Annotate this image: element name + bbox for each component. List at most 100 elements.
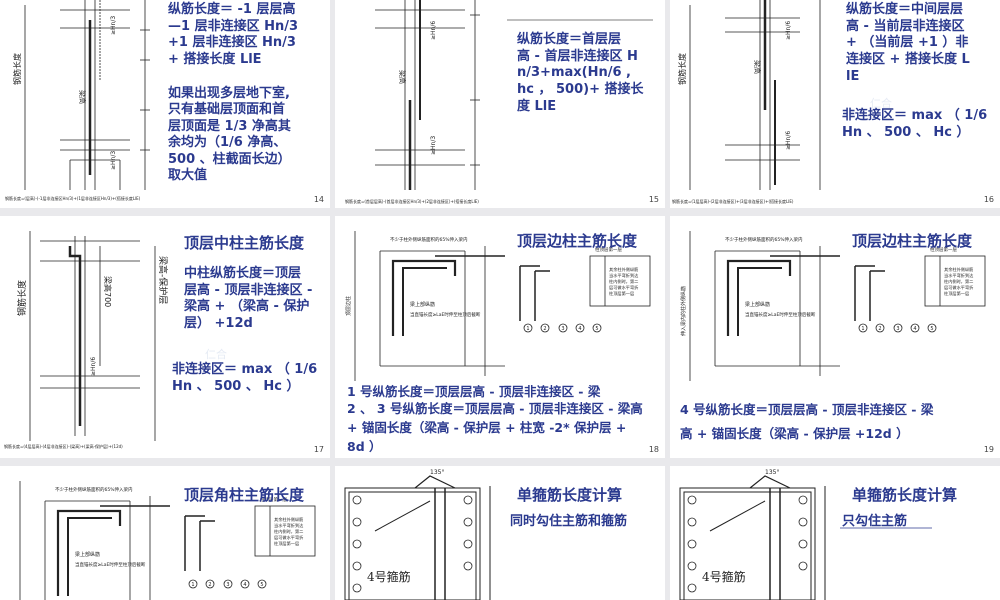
slide-number: 18 bbox=[648, 445, 659, 454]
subtitle-underline bbox=[840, 527, 932, 529]
svg-text:4: 4 bbox=[243, 582, 246, 588]
svg-text:≥Hn/6: ≥Hn/6 bbox=[430, 21, 437, 40]
slide-subtitle: 同时勾住主筋和箍筋 bbox=[510, 514, 628, 529]
note-text: 如果出现多层地下室, 只有基础层顶面和首 层顶面是 1/3 净高其 余均为（1/… bbox=[168, 86, 291, 183]
svg-text:钢筋长度=(1层层高)-(2层非连接区)+(3层非连接区)+: 钢筋长度=(1层层高)-(2层非连接区)+(3层非连接区)+(搭接长度LlE) bbox=[672, 198, 794, 204]
svg-text:当水平弯折到达: 当水平弯折到达 bbox=[274, 522, 304, 529]
edge-column-diagram: 1 2 3 4 5 伸入梁内的柱外侧纵筋 不少于柱外侧纵筋面积的65%伸入梁内 梁上部… bbox=[680, 231, 986, 381]
svg-text:当水平弯折到达: 当水平弯折到达 bbox=[609, 272, 639, 279]
svg-text:135°: 135° bbox=[765, 469, 779, 476]
svg-text:≥Hn/3: ≥Hn/3 bbox=[110, 151, 117, 170]
slide-number: 14 bbox=[313, 195, 324, 204]
slide-title: 顶层角柱主筋长度 bbox=[184, 486, 305, 504]
svg-text:钢筋长度=(首层层高)-(首层非连接区Hn/3)+(2层非连: 钢筋长度=(首层层高)-(首层非连接区Hn/3)+(2层非连接区)+(搭接长度L… bbox=[345, 198, 479, 204]
svg-text:柱顶层第一层: 柱顶层第一层 bbox=[930, 246, 957, 253]
svg-text:1: 1 bbox=[526, 326, 529, 332]
slide-number: 15 bbox=[648, 195, 659, 204]
stirrup-caption: 4号箍筋 bbox=[702, 570, 746, 584]
column-rebar-diagram: 钢筋长度 梁高700 梁高-保护层 ≥Hn/6 钢筋长度=(4层层高)-(4层非… bbox=[4, 231, 169, 449]
slide-title: 顶层边柱主筋长度 bbox=[517, 232, 638, 250]
svg-text:梁高-保护层: 梁高-保护层 bbox=[157, 256, 169, 304]
column-rebar-diagram: 梁高 ≥Hn/6 ≥Hn/3 钢筋长度=(首层层高)-(首层非连接区Hn/3)+… bbox=[345, 0, 480, 204]
slide-stirrup-1[interactable]: 135° 4号箍筋 单箍筋长度计算 同时勾住主筋和箍筋 bbox=[335, 466, 665, 600]
svg-text:3: 3 bbox=[561, 326, 564, 332]
slide-19[interactable]: 1 2 3 4 5 伸入梁内的柱外侧纵筋 不少于柱外侧纵筋面积的65%伸入梁内 梁上部… bbox=[670, 216, 1000, 458]
note-text: 非连接区＝ max （ 1/6 Hn 、 500 、 Hc ） bbox=[842, 108, 988, 140]
svg-text:2: 2 bbox=[543, 326, 546, 332]
svg-text:层可做水平弯折: 层可做水平弯折 bbox=[274, 534, 303, 541]
slide-subtitle: 只勾住主筋 bbox=[842, 514, 908, 529]
svg-text:柱顶层第一层: 柱顶层第一层 bbox=[609, 290, 634, 297]
slide-number: 16 bbox=[983, 195, 994, 204]
svg-text:5: 5 bbox=[595, 326, 598, 332]
svg-text:≥Hn/6: ≥Hn/6 bbox=[785, 131, 792, 150]
svg-text:≥Hn/6: ≥Hn/6 bbox=[785, 21, 792, 40]
svg-text:135°: 135° bbox=[430, 469, 444, 476]
slide-16[interactable]: 钢筋长度 梁高 ≥Hn/6 ≥Hn/6 钢筋长度=(1层层高)-(2层非连接区)… bbox=[670, 0, 1000, 208]
svg-text:梁高: 梁高 bbox=[753, 60, 762, 74]
formula-text: 4 号纵筋长度＝顶层层高 - 顶层非连接区 - 梁 高 + 锚固长度（梁高 - … bbox=[680, 402, 934, 441]
slide-14[interactable]: 钢筋长度 梁高 ≥Hn/3 ≥Hn/3 钢筋长度=(层高)-(-1层非连接区Hn… bbox=[0, 0, 330, 208]
svg-text:当直锚长度≥LaE时伸至柱顶后截断: 当直锚长度≥LaE时伸至柱顶后截断 bbox=[745, 311, 816, 318]
svg-text:顶层边柱: 顶层边柱 bbox=[345, 296, 352, 316]
svg-text:梁高700: 梁高700 bbox=[103, 276, 113, 307]
slide-number: 17 bbox=[313, 445, 324, 454]
column-rebar-diagram: 钢筋长度 梁高 ≥Hn/3 ≥Hn/3 钢筋长度=(层高)-(-1层非连接区Hn… bbox=[5, 0, 150, 201]
svg-text:≥Hn/3: ≥Hn/3 bbox=[430, 136, 437, 155]
svg-text:梁上部纵筋: 梁上部纵筋 bbox=[745, 301, 770, 308]
svg-text:1: 1 bbox=[861, 326, 864, 332]
svg-text:不少于柱外侧纵筋面积的65%伸入梁内: 不少于柱外侧纵筋面积的65%伸入梁内 bbox=[725, 236, 803, 243]
slide-title: 单箍筋长度计算 bbox=[852, 486, 958, 504]
formula-text: 纵筋长度＝ -1 层层高 —1 层非连接区 Hn/3 +1 层非连接区 Hn/3… bbox=[168, 2, 299, 67]
svg-text:当水平弯折到达: 当水平弯折到达 bbox=[944, 272, 974, 279]
watermark: 仁合 bbox=[205, 348, 227, 361]
svg-text:梁上部纵筋: 梁上部纵筋 bbox=[75, 551, 100, 558]
svg-text:当直锚长度≥LaE时伸至柱顶后截断: 当直锚长度≥LaE时伸至柱顶后截断 bbox=[410, 311, 481, 318]
formula-text: 1 号纵筋长度＝顶层层高 - 顶层非连接区 - 梁 bbox=[347, 384, 601, 399]
svg-text:钢筋长度: 钢筋长度 bbox=[677, 53, 687, 85]
svg-text:4: 4 bbox=[913, 326, 916, 332]
svg-text:1: 1 bbox=[191, 582, 194, 588]
svg-text:钢筋长度=(4层层高)-(4层非连接区)-(梁高)+(梁高-: 钢筋长度=(4层层高)-(4层非连接区)-(梁高)+(梁高-保护层)+(12d) bbox=[4, 443, 123, 449]
svg-text:柱顶层第一层: 柱顶层第一层 bbox=[274, 540, 299, 547]
slide-title: 顶层中柱主筋长度 bbox=[184, 234, 305, 252]
svg-text:其余柱外侧纵筋: 其余柱外侧纵筋 bbox=[274, 516, 303, 523]
stirrup-caption: 4号箍筋 bbox=[367, 570, 411, 584]
slide-title: 顶层边柱主筋长度 bbox=[852, 232, 973, 250]
svg-text:层可做水平弯折: 层可做水平弯折 bbox=[609, 284, 638, 291]
formula-text: 中柱纵筋长度＝顶层 层高 - 顶层非连接区 - 梁高 + （梁高 - 保护 层）… bbox=[184, 266, 313, 331]
svg-text:钢筋长度=(层高)-(-1层非连接区Hn/3)+(1层非连接: 钢筋长度=(层高)-(-1层非连接区Hn/3)+(1层非连接区Hn/3)+(搭接… bbox=[5, 195, 141, 201]
svg-text:钢筋长度: 钢筋长度 bbox=[12, 53, 22, 85]
column-rebar-diagram: 钢筋长度 梁高 ≥Hn/6 ≥Hn/6 钢筋长度=(1层层高)-(2层非连接区)… bbox=[672, 0, 821, 204]
svg-text:层可做水平弯折: 层可做水平弯折 bbox=[944, 284, 973, 291]
svg-text:不少于柱外侧纵筋面积的65%伸入梁内: 不少于柱外侧纵筋面积的65%伸入梁内 bbox=[55, 486, 133, 493]
svg-text:2: 2 bbox=[878, 326, 881, 332]
divider-line bbox=[507, 19, 653, 21]
note-text: 非连接区＝ max （ 1/6 Hn 、 500 、 Hc ） bbox=[172, 362, 318, 394]
svg-text:伸入梁内的柱外侧纵筋: 伸入梁内的柱外侧纵筋 bbox=[680, 286, 687, 336]
svg-text:钢筋长度: 钢筋长度 bbox=[16, 280, 28, 316]
svg-text:柱内侧时，第二: 柱内侧时，第二 bbox=[944, 278, 973, 285]
svg-text:5: 5 bbox=[260, 582, 263, 588]
svg-text:≥Hn/3: ≥Hn/3 bbox=[110, 16, 117, 35]
slide-title: 单箍筋长度计算 bbox=[517, 486, 623, 504]
svg-text:柱内侧时，第二: 柱内侧时，第二 bbox=[274, 528, 303, 535]
slide-15[interactable]: 梁高 ≥Hn/6 ≥Hn/3 钢筋长度=(首层层高)-(首层非连接区Hn/3)+… bbox=[335, 0, 665, 208]
watermark: 仁合 bbox=[870, 97, 892, 110]
svg-text:不少于柱外侧纵筋面积的65%伸入梁内: 不少于柱外侧纵筋面积的65%伸入梁内 bbox=[390, 236, 468, 243]
slide-stirrup-2[interactable]: 135° 4号箍筋 单箍筋长度计算 只勾住主筋 bbox=[670, 466, 1000, 600]
svg-text:其余柱外侧纵筋: 其余柱外侧纵筋 bbox=[944, 266, 973, 273]
svg-text:当直锚长度≥LaE时伸至柱顶后截断: 当直锚长度≥LaE时伸至柱顶后截断 bbox=[75, 561, 146, 568]
svg-text:3: 3 bbox=[226, 582, 229, 588]
svg-text:5: 5 bbox=[930, 326, 933, 332]
svg-text:梁高: 梁高 bbox=[398, 70, 407, 84]
slide-number: 19 bbox=[983, 445, 994, 454]
svg-text:3: 3 bbox=[896, 326, 899, 332]
slide-17[interactable]: 钢筋长度 梁高700 梁高-保护层 ≥Hn/6 钢筋长度=(4层层高)-(4层非… bbox=[0, 216, 330, 458]
svg-text:柱内侧时，第二: 柱内侧时，第二 bbox=[609, 278, 638, 285]
svg-text:≥Hn/6: ≥Hn/6 bbox=[90, 357, 97, 376]
